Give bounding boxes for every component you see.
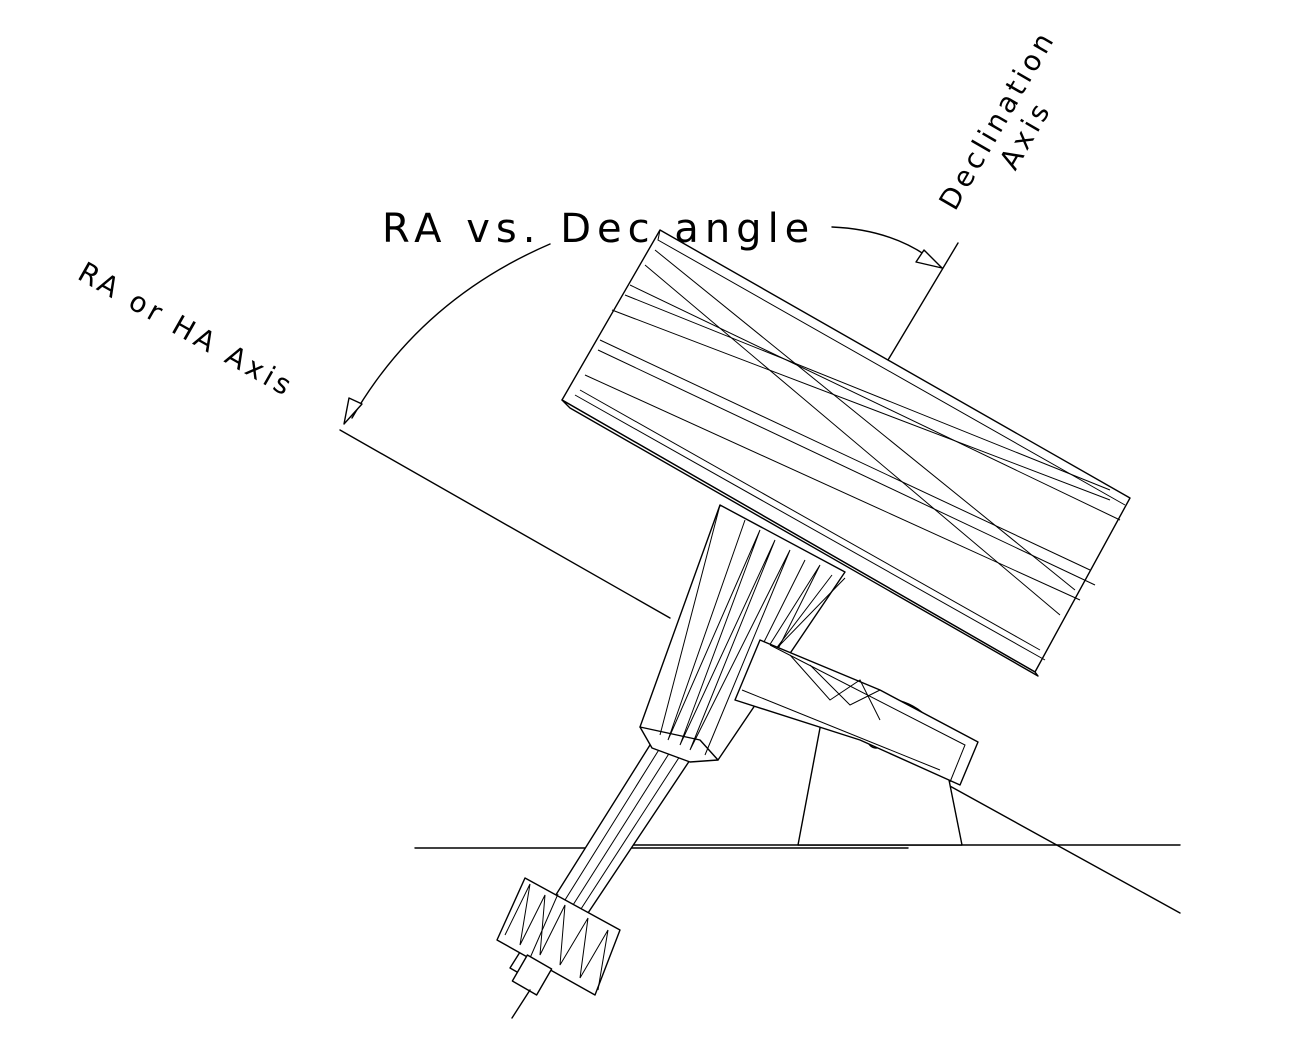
dec-housing xyxy=(734,639,979,786)
declination-axis-label: Declination Axis xyxy=(932,24,1062,216)
ra-axis-label: RA or HA Axis xyxy=(73,255,301,403)
ra-vs-dec-angle-label: RA vs. Dec angle xyxy=(382,206,815,252)
angle-arc-ra xyxy=(343,243,551,425)
declination-axis-line xyxy=(887,242,959,361)
telescope-tube xyxy=(561,229,1131,677)
ra-housing xyxy=(639,504,846,763)
worm-gear xyxy=(496,877,621,1019)
ra-axis-line xyxy=(339,429,1181,914)
angle-arc-dec xyxy=(831,226,943,269)
